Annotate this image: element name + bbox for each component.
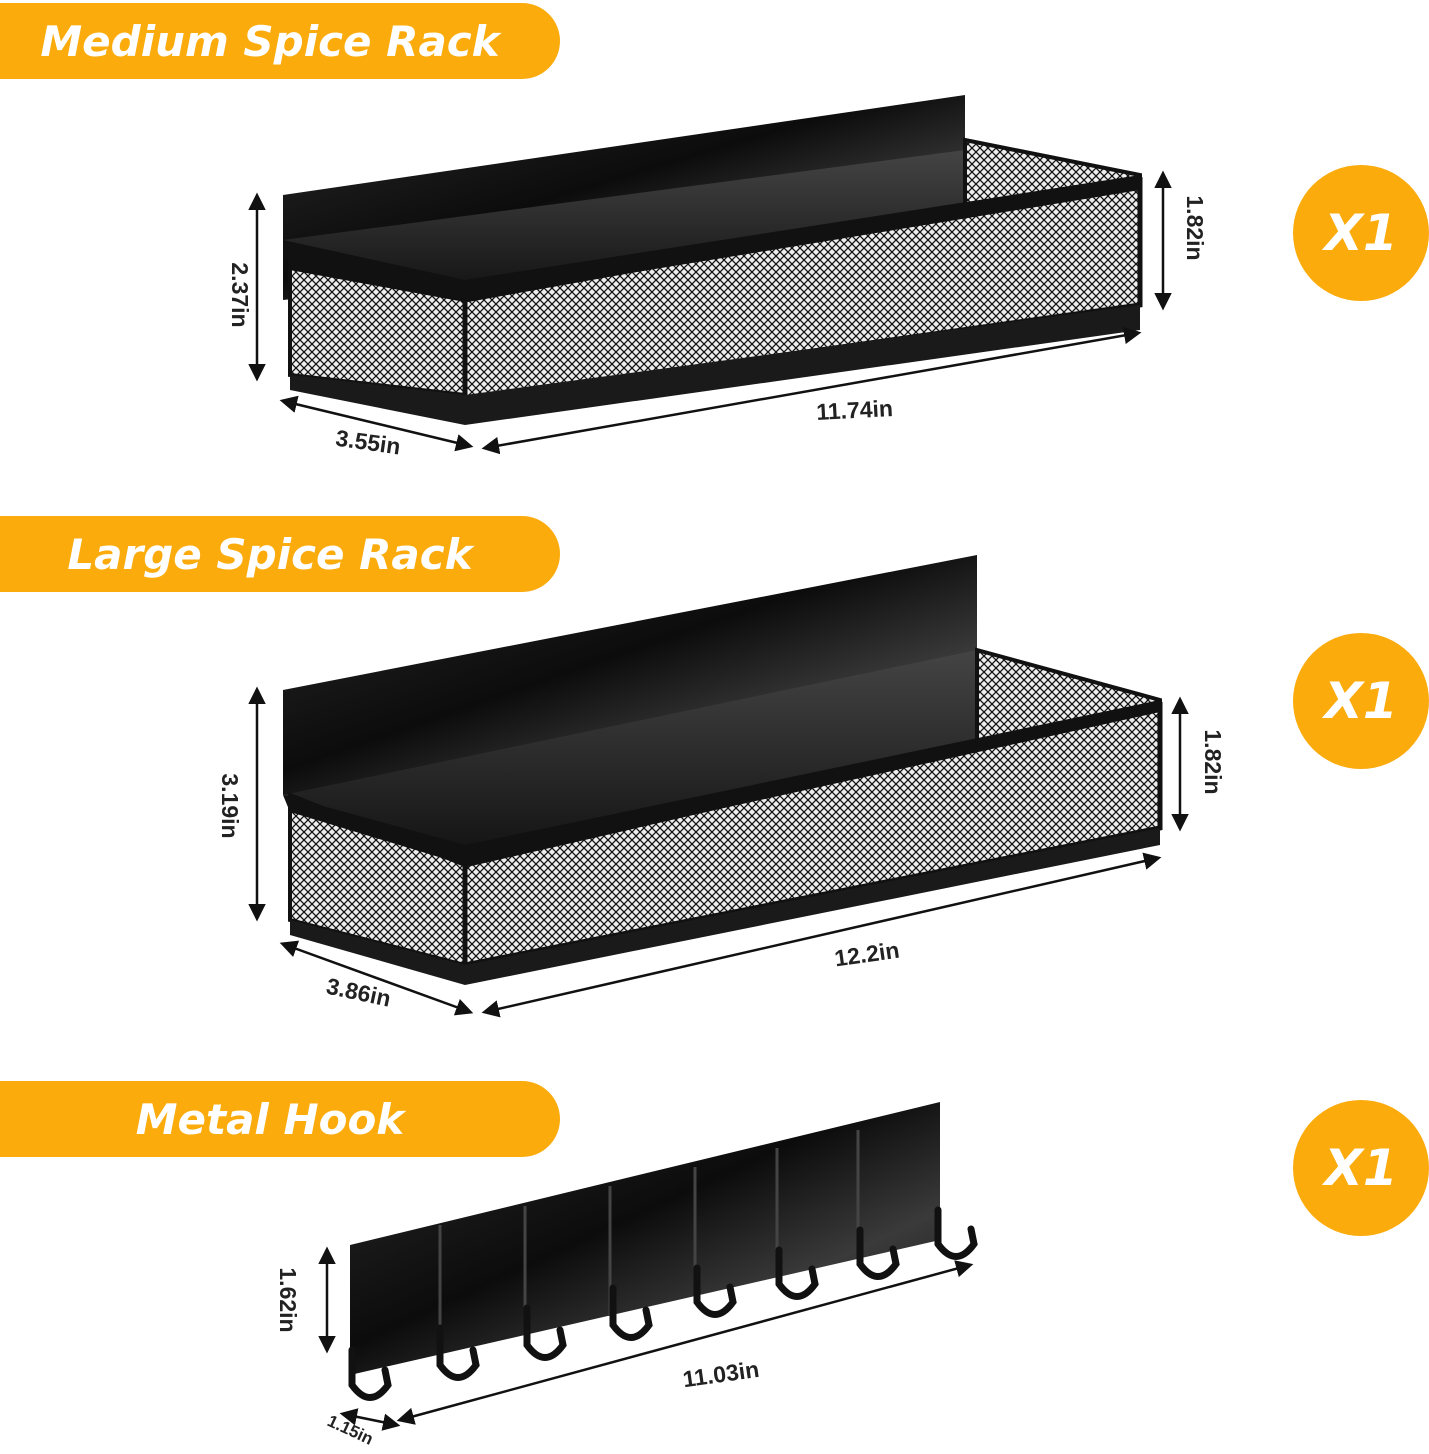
metal-hook-depth-label: 1.15in [324,1411,376,1449]
medium-rack-dimension-lines [248,170,1172,455]
medium-rack-basket-height-label: 1.82in [1182,195,1208,260]
large-spice-rack-title: Large Spice Rack [0,516,560,592]
metal-hook-image [348,1102,978,1401]
metal-hook-height-label: 1.62in [275,1267,301,1332]
medium-spice-rack-image [283,95,1143,425]
medium-spice-rack-title: Medium Spice Rack [0,3,560,79]
large-rack-height-label: 3.19in [217,773,243,838]
metal-hook-dimension-lines [318,1246,974,1431]
large-rack-quantity-badge: X1 [1293,633,1429,769]
metal-hook-title: Metal Hook [0,1081,560,1157]
medium-rack-depth-label: 3.55in [334,425,402,460]
metal-hook-length-label: 11.03in [681,1356,761,1392]
large-rack-depth-label: 3.86in [324,973,393,1012]
metal-hook-quantity-badge: X1 [1293,1100,1429,1236]
large-rack-dimension-lines [248,686,1189,1018]
large-spice-rack-image [283,555,1163,985]
medium-rack-length-label: 11.74in [816,395,894,425]
medium-rack-height-label: 2.37in [227,262,253,327]
large-rack-length-label: 12.2in [833,937,901,972]
medium-rack-quantity-badge: X1 [1293,165,1429,301]
large-rack-basket-height-label: 1.82in [1200,729,1226,794]
